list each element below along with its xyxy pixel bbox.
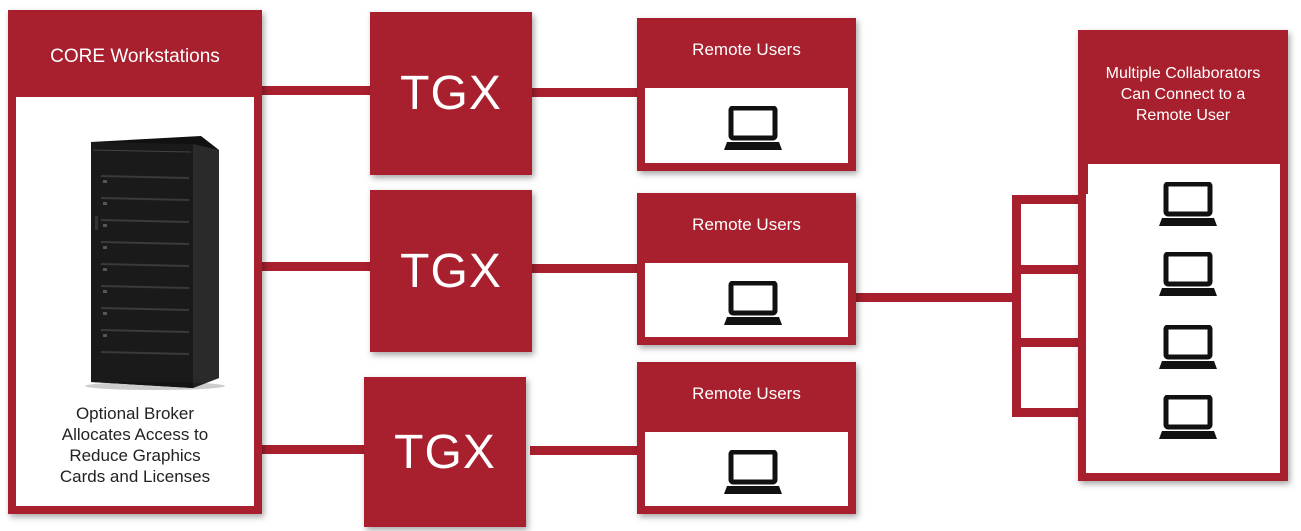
laptop-icon	[724, 281, 782, 325]
server-rack-image	[85, 136, 225, 390]
collaborators-panel: Multiple Collaborators Can Connect to a …	[1078, 30, 1288, 481]
connector-line	[1012, 408, 1120, 417]
remote-users-panel: Remote Users	[637, 193, 856, 345]
remote-users-header: Remote Users	[637, 193, 856, 263]
remote-users-header: Remote Users	[637, 18, 856, 88]
core-workstations-title: CORE Workstations	[50, 45, 220, 67]
remote-users-label: Remote Users	[692, 384, 801, 403]
collaborators-title-line: Can Connect to a	[1120, 85, 1246, 103]
collaborators-title-line: Remote User	[1135, 106, 1231, 124]
tgx-label: TGX	[394, 425, 496, 479]
connector-line	[530, 88, 642, 97]
connector-line	[855, 293, 1015, 302]
core-workstations-panel: CORE Workstations	[8, 10, 262, 514]
tgx-label: TGX	[400, 67, 502, 120]
remote-users-header: Remote Users	[637, 362, 856, 432]
connector-line	[1012, 265, 1120, 274]
connector-line	[258, 86, 378, 95]
connector-line	[530, 446, 642, 455]
connector-line	[1012, 195, 1120, 204]
collaborators-title-line: Multiple Collaborators	[1105, 64, 1261, 82]
remote-users-panel: Remote Users	[637, 362, 856, 514]
caption-line: Cards and Licenses	[59, 467, 211, 486]
laptop-icon	[1159, 252, 1217, 296]
laptop-icon	[1159, 325, 1217, 369]
caption-line: Reduce Graphics	[69, 446, 201, 465]
remote-users-panel: Remote Users	[637, 18, 856, 171]
caption-line: Optional Broker	[75, 404, 195, 423]
collaborators-header: Multiple Collaborators Can Connect to a …	[1078, 30, 1288, 164]
remote-users-label: Remote Users	[692, 215, 801, 234]
connector-line	[258, 445, 370, 454]
tgx-gateway-box: TGX	[364, 377, 526, 527]
connector-line	[1012, 195, 1021, 417]
laptop-icon	[1159, 395, 1217, 439]
connector-line	[530, 264, 642, 273]
remote-users-label: Remote Users	[692, 40, 801, 59]
laptop-icon	[1159, 182, 1217, 226]
tgx-label: TGX	[400, 244, 502, 298]
core-workstations-header: CORE Workstations	[8, 10, 262, 97]
broker-caption: Optional Broker Allocates Access to Redu…	[16, 403, 254, 487]
connector-line	[258, 262, 378, 271]
collaborators-panel-accent	[1078, 164, 1088, 194]
connector-line	[1012, 338, 1120, 347]
laptop-icon	[724, 106, 782, 150]
caption-line: Allocates Access to	[61, 425, 209, 444]
laptop-icon	[724, 450, 782, 494]
tgx-gateway-box: TGX	[370, 12, 532, 175]
tgx-gateway-box: TGX	[370, 190, 532, 352]
